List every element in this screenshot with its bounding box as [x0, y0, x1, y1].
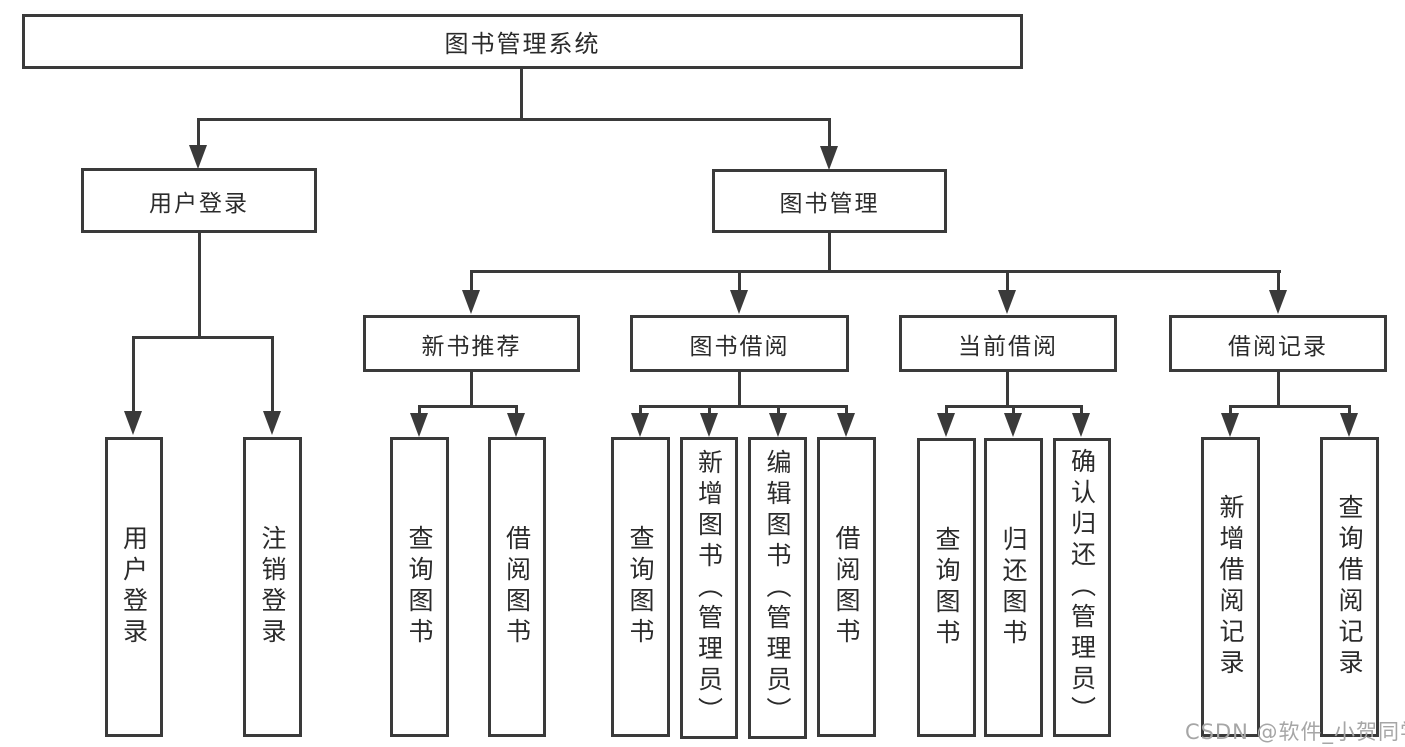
connector-arm-book-mgmt	[828, 118, 831, 148]
node-user-login: 用户登录	[81, 168, 317, 233]
leaf-bb-query-books-label: 查询图书	[626, 525, 655, 649]
leaf-cb-query-books-label: 查询图书	[932, 525, 961, 650]
node-root-label: 图书管理系统	[444, 30, 601, 58]
connector-arm-user-login	[197, 118, 200, 148]
leaf-bb-edit-books-admin-label: 编辑图书（管理员）	[763, 448, 792, 728]
connector-arm-logout-leaf	[271, 336, 274, 413]
leaf-nb-query-books: 查询图书	[390, 437, 449, 737]
connector-arm-bb-query	[639, 405, 642, 415]
arrow-to-bb-borrow	[837, 413, 855, 437]
node-current-borrow-label: 当前借阅	[958, 333, 1058, 360]
leaf-cb-confirm-return-admin: 确认归还（管理员）	[1053, 438, 1111, 737]
connector-book-mgmt-stem	[828, 233, 831, 272]
leaf-nb-query-books-label: 查询图书	[405, 525, 434, 649]
connector-user-login-stem	[198, 232, 201, 336]
arrow-to-book-mgmt	[820, 146, 838, 170]
arrow-to-bb-add	[700, 413, 718, 437]
node-borrow-record: 借阅记录	[1169, 315, 1387, 372]
connector-book-mgmt-bus	[470, 270, 1281, 273]
connector-arm-bb-edit	[777, 405, 780, 415]
connector-arm-book-borrow	[738, 270, 741, 292]
arrow-to-current-borrow	[998, 290, 1016, 314]
arrow-to-logout-leaf	[263, 411, 281, 435]
node-new-book-rec: 新书推荐	[363, 315, 580, 372]
arrow-to-br-add	[1221, 413, 1239, 437]
leaf-user-login-label: 用户登录	[119, 525, 149, 649]
connector-book-borrow-bus	[639, 405, 848, 408]
leaf-bb-borrow-books: 借阅图书	[817, 437, 876, 737]
connector-arm-nb-query	[418, 405, 421, 415]
connector-root-bus	[197, 118, 831, 121]
connector-arm-br-add	[1229, 405, 1232, 415]
connector-new-book-bus	[418, 405, 518, 408]
leaf-br-add-record-label: 新增借阅记录	[1216, 494, 1245, 680]
arrow-to-cb-confirm	[1072, 413, 1090, 437]
leaf-cb-confirm-return-admin-label: 确认归还（管理员）	[1067, 448, 1097, 727]
leaf-bb-borrow-books-label: 借阅图书	[832, 525, 861, 649]
leaf-bb-query-books: 查询图书	[611, 437, 670, 737]
leaf-br-add-record: 新增借阅记录	[1201, 437, 1260, 737]
node-book-mgmt: 图书管理	[712, 169, 947, 233]
connector-borrow-record-bus	[1229, 405, 1351, 408]
leaf-bb-add-books-admin: 新增图书（管理员）	[680, 437, 738, 739]
leaf-nb-borrow-books-label: 借阅图书	[502, 525, 532, 649]
arrow-to-user-login	[189, 145, 207, 169]
arrow-to-borrow-record	[1269, 290, 1287, 314]
leaf-br-query-record: 查询借阅记录	[1320, 437, 1379, 737]
connector-arm-current-borrow	[1006, 270, 1009, 292]
arrow-to-cb-query	[937, 413, 955, 437]
leaf-br-query-record-label: 查询借阅记录	[1335, 494, 1364, 680]
connector-new-book-stem	[470, 372, 473, 405]
connector-arm-new-book-rec	[470, 270, 473, 292]
connector-arm-cb-confirm	[1080, 405, 1083, 415]
leaf-cb-return-books: 归还图书	[984, 438, 1043, 737]
node-root-system: 图书管理系统	[22, 14, 1023, 69]
node-book-borrow-label: 图书借阅	[689, 333, 790, 360]
node-user-login-label: 用户登录	[149, 190, 249, 217]
connector-current-borrow-stem	[1006, 372, 1009, 405]
node-book-borrow: 图书借阅	[630, 315, 849, 372]
node-borrow-record-label: 借阅记录	[1228, 333, 1328, 360]
arrow-to-nb-query	[410, 413, 428, 437]
connector-arm-cb-query	[945, 405, 948, 415]
arrow-to-bb-edit	[769, 413, 787, 437]
csdn-watermark: CSDN @软件_小贺同学	[1185, 720, 1405, 744]
arrow-to-bb-query	[631, 413, 649, 437]
arrow-to-login-leaf	[124, 411, 142, 435]
connector-arm-cb-return	[1012, 405, 1015, 415]
connector-root-stem	[520, 69, 523, 118]
leaf-nb-borrow-books: 借阅图书	[488, 437, 546, 737]
connector-arm-br-query	[1348, 405, 1351, 415]
node-current-borrow: 当前借阅	[899, 315, 1117, 372]
leaf-cb-return-books-label: 归还图书	[999, 525, 1028, 650]
arrow-to-br-query	[1340, 413, 1358, 437]
leaf-user-login: 用户登录	[105, 437, 163, 737]
connector-borrow-record-stem	[1277, 372, 1280, 405]
leaf-logout: 注销登录	[243, 437, 302, 737]
node-new-book-rec-label: 新书推荐	[421, 333, 522, 360]
leaf-logout-label: 注销登录	[258, 525, 287, 649]
connector-arm-login-leaf	[132, 336, 135, 413]
connector-book-borrow-stem	[738, 372, 741, 405]
leaf-bb-add-books-admin-label: 新增图书（管理员）	[694, 448, 724, 728]
node-book-mgmt-label: 图书管理	[779, 191, 880, 217]
arrow-to-nb-borrow	[507, 413, 525, 437]
connector-user-login-bus	[132, 336, 274, 339]
arrow-to-book-borrow	[730, 290, 748, 314]
leaf-bb-edit-books-admin: 编辑图书（管理员）	[748, 437, 807, 739]
connector-arm-nb-borrow	[515, 405, 518, 415]
leaf-cb-query-books: 查询图书	[917, 438, 976, 737]
arrow-to-cb-return	[1004, 413, 1022, 437]
connector-arm-bb-borrow	[845, 405, 848, 415]
arrow-to-new-book-rec	[462, 290, 480, 314]
connector-arm-bb-add	[708, 405, 711, 415]
connector-arm-borrow-record	[1277, 270, 1280, 292]
